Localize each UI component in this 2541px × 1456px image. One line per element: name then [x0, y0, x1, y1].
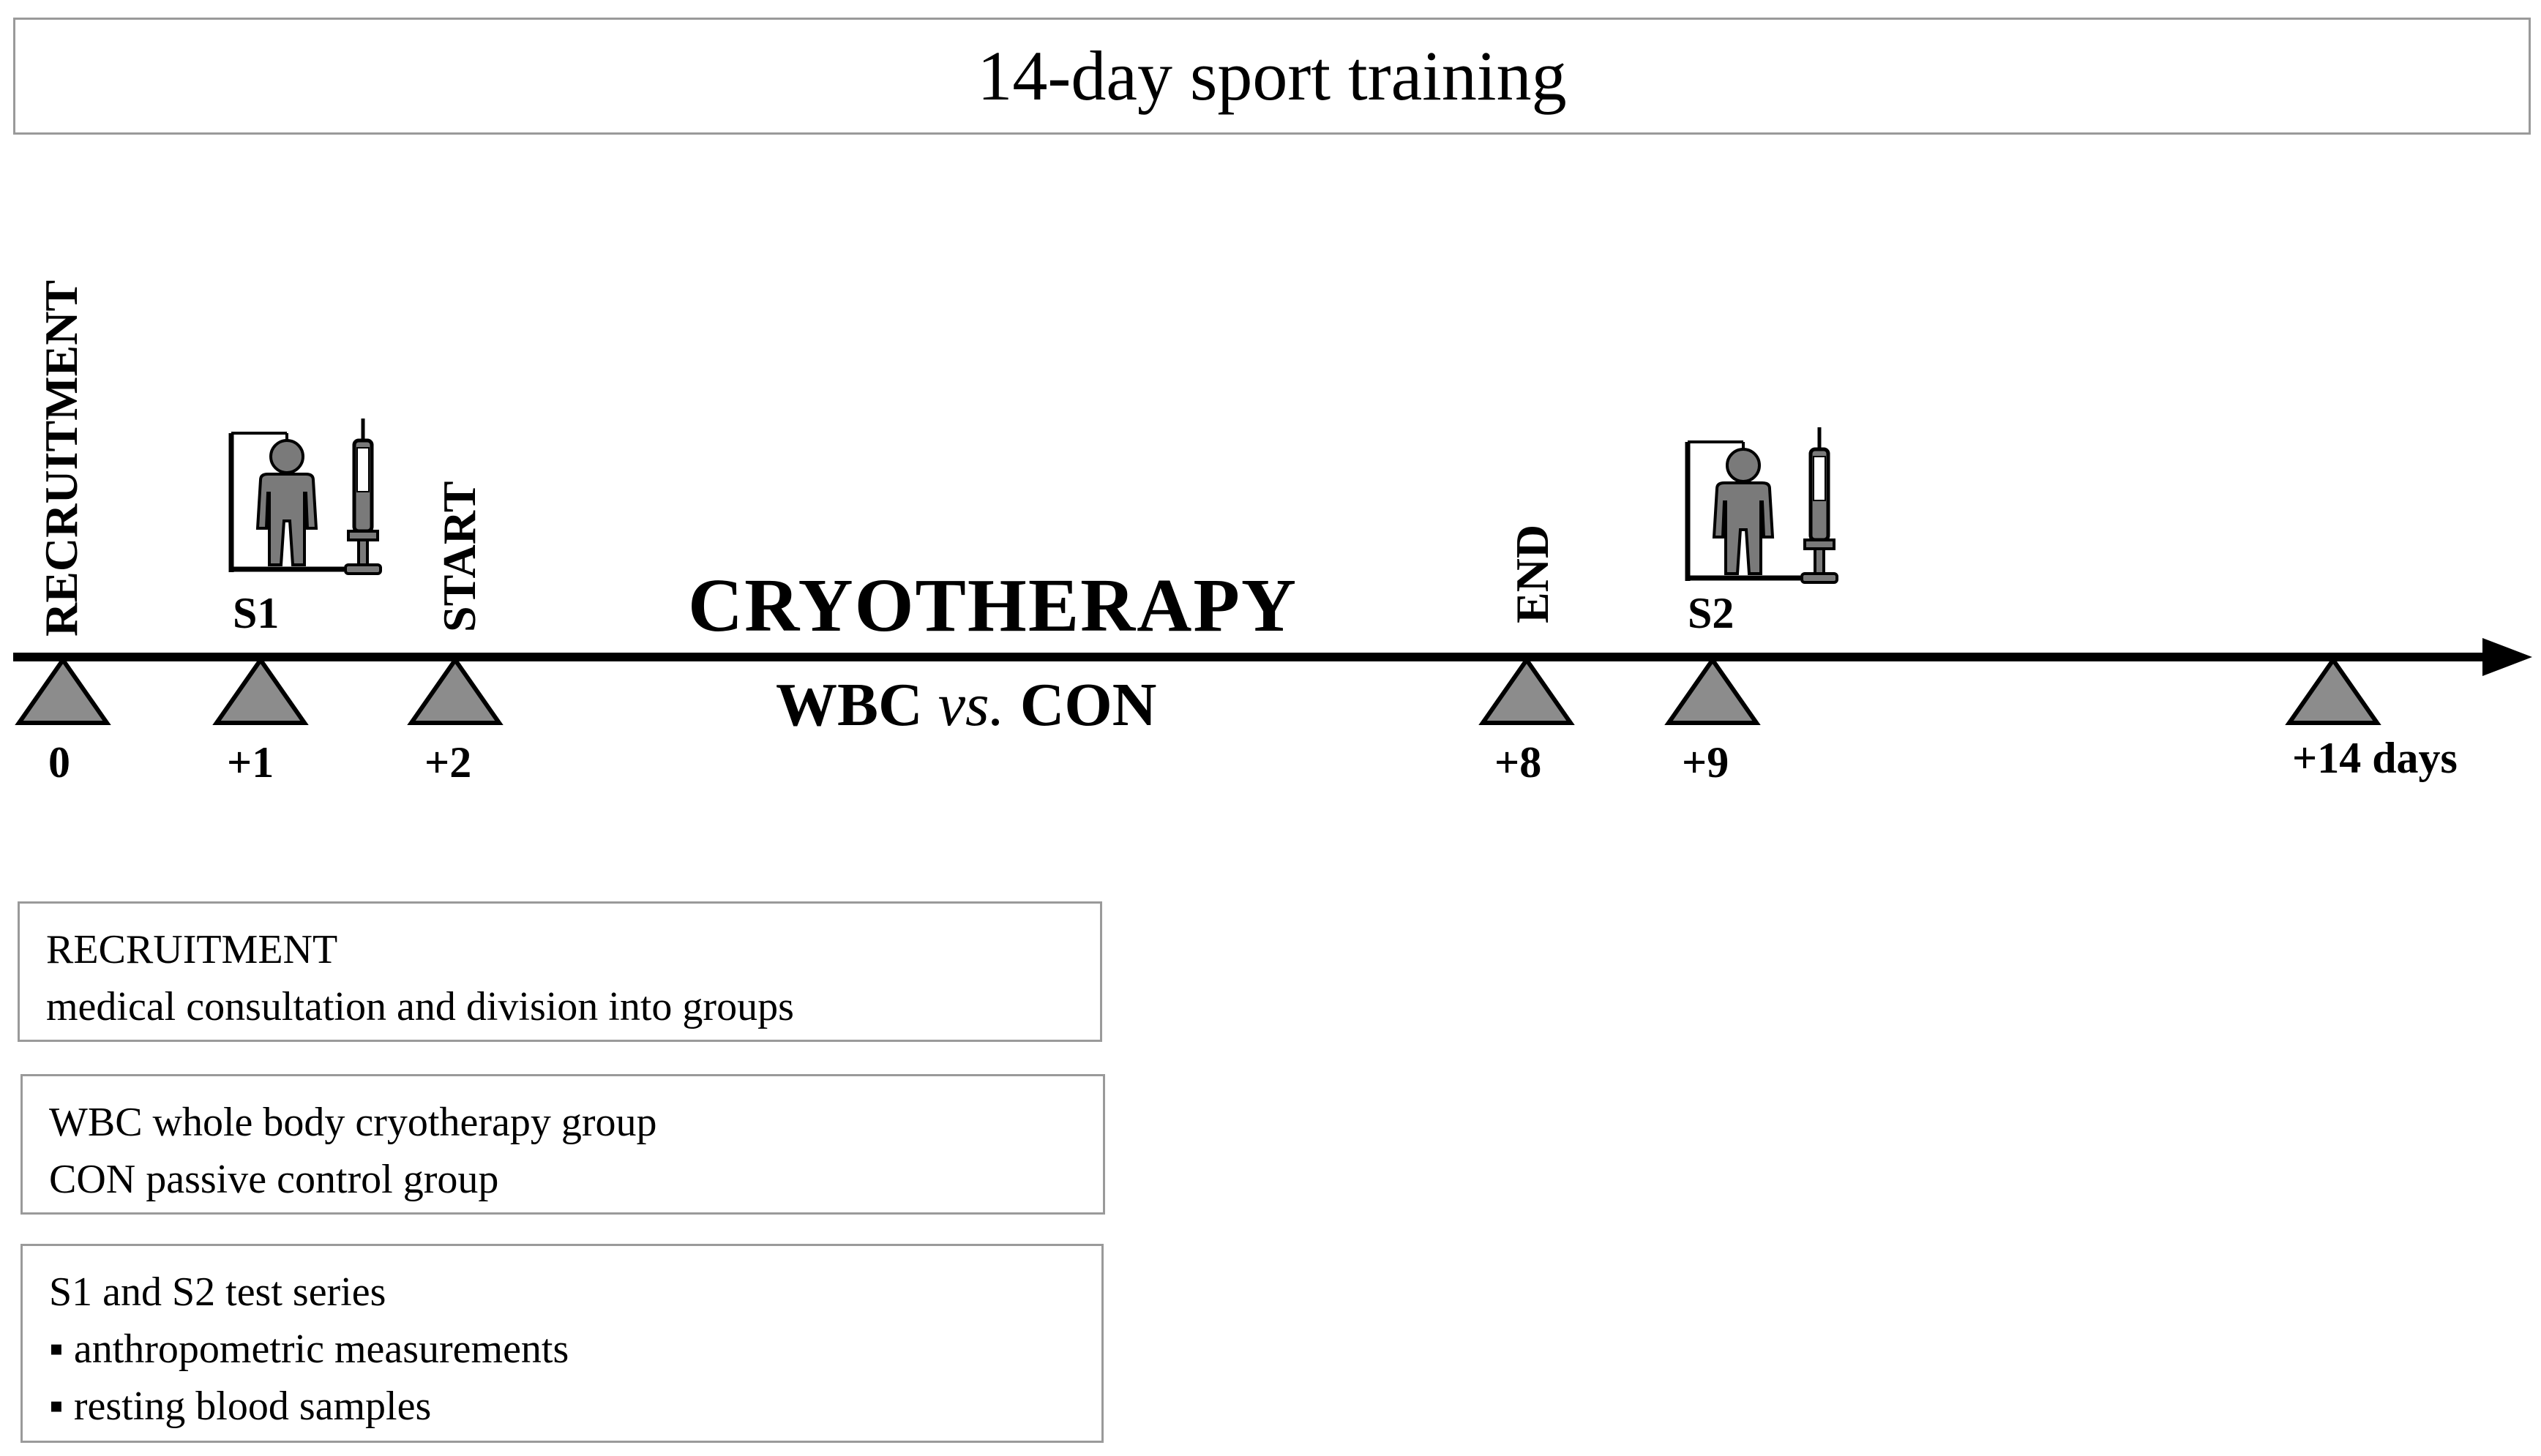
day-label-8: +8 [1494, 738, 1542, 787]
comparison-vs: vs. [938, 671, 1005, 739]
timeline-arrowhead [2482, 638, 2532, 676]
comparison-label: WBC vs. CON [776, 675, 1156, 736]
legend-tests-anthropometric: ▪ anthropometric measurements [49, 1326, 569, 1372]
legend-con-group: CON passive control group [49, 1157, 499, 1202]
marker-day-2 [407, 656, 504, 725]
legend-tests-title: S1 and S2 test series [49, 1269, 386, 1315]
legend-box-tests: S1 and S2 test series ▪ anthropometric m… [20, 1244, 1104, 1443]
diagram-title: 14-day sport training [977, 37, 1567, 115]
title-box: 14-day sport training [13, 18, 2531, 135]
legend-tests-blood: ▪ resting blood samples [49, 1384, 432, 1429]
day-label-14: +14 days [2292, 734, 2458, 782]
day-label-2: +2 [424, 738, 472, 787]
day-label-9: +9 [1682, 738, 1729, 787]
marker-day-8 [1478, 656, 1575, 725]
legend-wbc-group: WBC whole body cryotherapy group [49, 1100, 657, 1145]
label-s2: S2 [1688, 589, 1734, 637]
syringe-icon [344, 419, 382, 575]
day-label-1: +1 [227, 738, 274, 787]
comparison-right: CON [1019, 671, 1157, 739]
person-measurement-icon [228, 432, 344, 572]
legend-box-groups: WBC whole body cryotherapy group CON pas… [20, 1074, 1105, 1215]
syringe-icon [1800, 427, 1838, 584]
s1-test-icons [228, 419, 382, 575]
person-measurement-icon [1685, 440, 1800, 581]
marker-day-0 [15, 656, 111, 725]
marker-day-9 [1664, 656, 1761, 725]
legend-recruitment-title: RECRUITMENT [46, 927, 338, 972]
comparison-left: WBC [776, 671, 923, 739]
day-label-0: 0 [48, 738, 70, 787]
label-s1: S1 [233, 589, 280, 637]
s2-test-icons [1685, 427, 1838, 584]
legend-box-recruitment: RECRUITMENT medical consultation and div… [18, 901, 1102, 1042]
marker-day-14 [2285, 656, 2381, 725]
legend-recruitment-desc: medical consultation and division into g… [46, 984, 794, 1029]
marker-day-1 [212, 656, 309, 725]
cryotherapy-label: CRYOTHERAPY [688, 563, 1298, 648]
